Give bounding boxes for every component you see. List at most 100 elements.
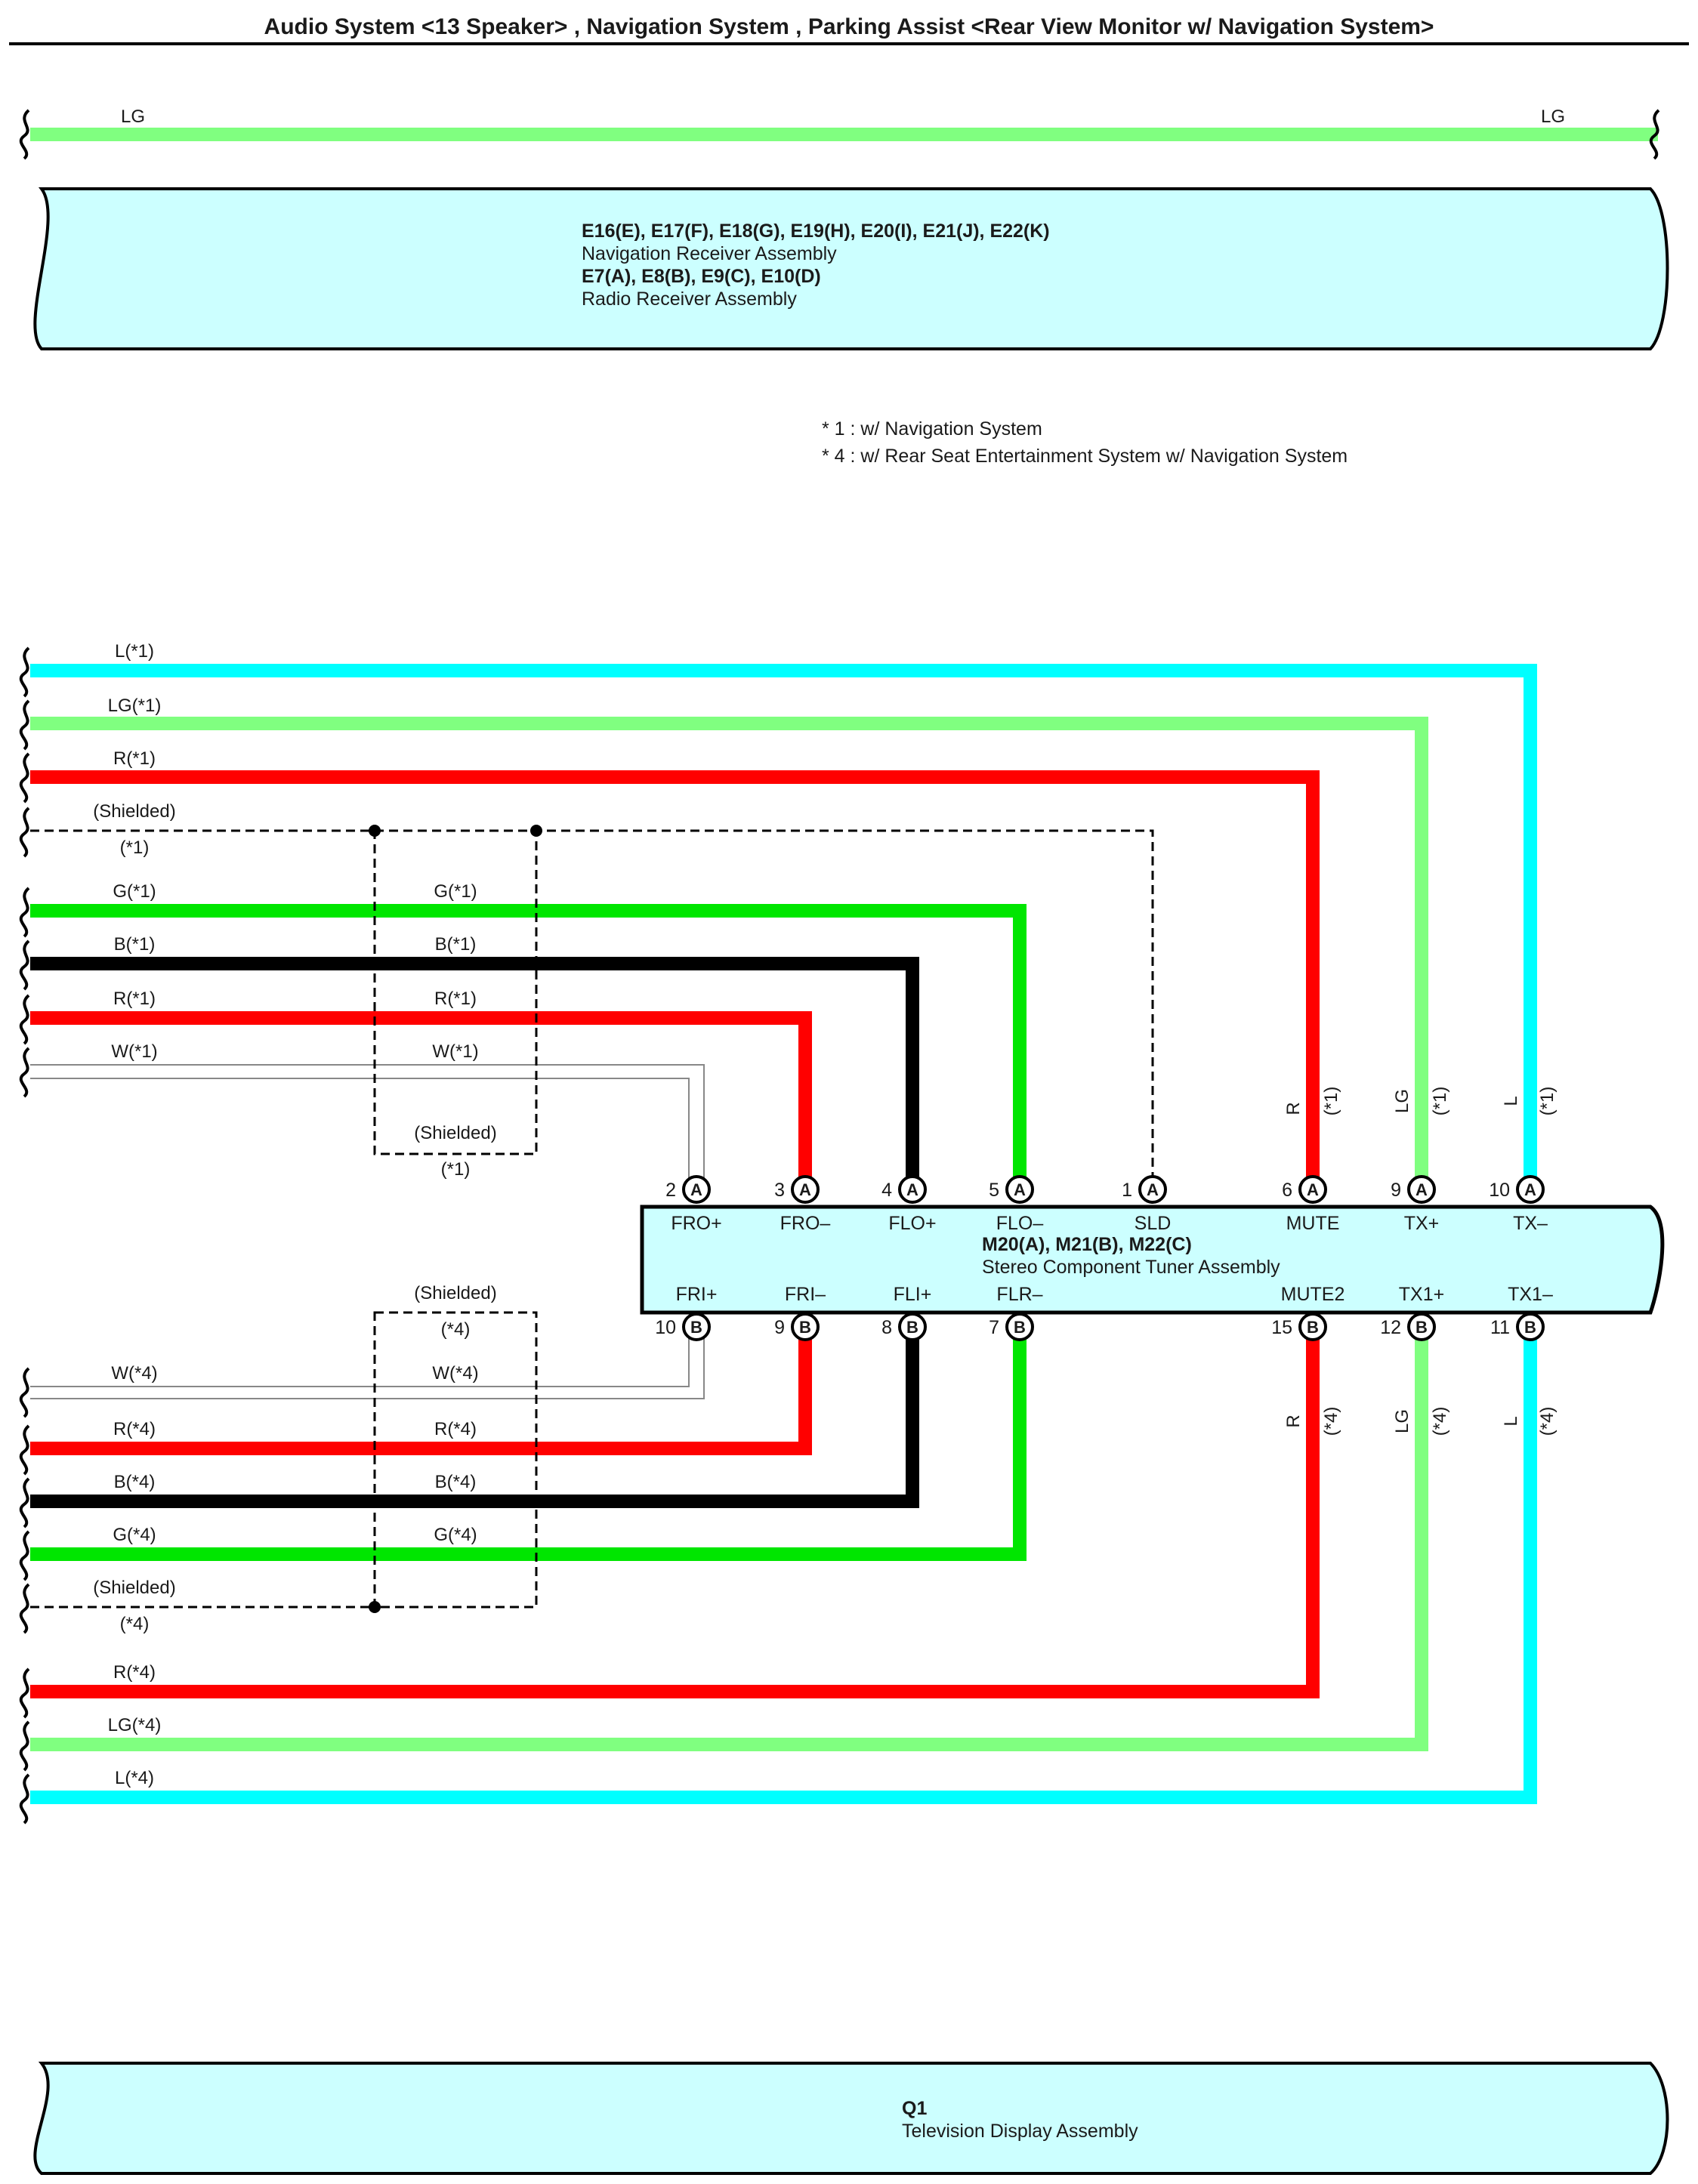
pin-a-3: A 3 FRO–: [774, 1175, 830, 1234]
pin-b-9: B 9 FRI–: [774, 1284, 826, 1341]
note-1: * 1 : w/ Navigation System: [822, 418, 1042, 440]
wire-l-4: [30, 1329, 1537, 1804]
label-l-1: L(*1): [115, 641, 154, 662]
pin-b-8: B 8 FLI+: [881, 1284, 932, 1341]
shield-upper-b: B(*1): [435, 934, 477, 955]
svg-text:B: B: [906, 1318, 918, 1337]
note-4: * 4 : w/ Rear Seat Entertainment System …: [822, 446, 1348, 467]
wire-l-1: [30, 664, 1537, 1189]
shield-box-upper: [373, 829, 538, 1155]
pin-b-11: B 11 TX1–: [1490, 1284, 1553, 1341]
top-wire-right-label: LG: [1541, 106, 1565, 127]
label-r-4-fri: R(*4): [113, 1419, 156, 1439]
svg-text:9: 9: [1391, 1180, 1401, 1201]
shield-line-upper: [30, 829, 1154, 1189]
svg-text:3: 3: [774, 1180, 785, 1201]
shield-box-lower: [373, 1311, 538, 1609]
wire-w-4: [30, 1329, 705, 1399]
pins-top: A 2 FRO+ A 3 FRO– A 4 FLO+ A 5 FLO– A 1 …: [665, 1175, 1548, 1234]
vlabel-l-bottom-note: (*4): [1537, 1407, 1558, 1436]
svg-text:FLO+: FLO+: [888, 1213, 936, 1234]
svg-text:TX1+: TX1+: [1399, 1284, 1444, 1305]
top-wire-left-label: LG: [121, 106, 145, 127]
pin-b-7: B 7 FLR–: [989, 1284, 1043, 1341]
svg-text:A: A: [1307, 1180, 1319, 1199]
label-lg-1: LG(*1): [108, 696, 162, 716]
vlabel-l-bottom: L: [1501, 1416, 1521, 1426]
pin-b-10: B 10 FRI+: [655, 1284, 718, 1341]
wire-g-1: [30, 904, 1027, 1189]
svg-text:B: B: [1014, 1318, 1026, 1337]
svg-text:FRI+: FRI+: [676, 1284, 718, 1305]
pin-a-5: A 5 FLO–: [989, 1175, 1044, 1234]
pin-b-12: B 12 TX1+: [1380, 1284, 1444, 1341]
shield-dot-3: [369, 1601, 381, 1613]
wire-lg-4: [30, 1329, 1428, 1751]
svg-text:B: B: [799, 1318, 811, 1337]
tv-name: Television Display Assembly: [902, 2121, 1138, 2142]
svg-text:B: B: [1307, 1318, 1319, 1337]
svg-text:FLO–: FLO–: [996, 1213, 1044, 1234]
pin-a-9: A 9 TX+: [1391, 1175, 1440, 1234]
svg-text:15: 15: [1271, 1317, 1292, 1338]
vlabel-r-top: R: [1283, 1102, 1304, 1115]
vlabel-lg-bottom-note: (*4): [1430, 1407, 1450, 1436]
label-shielded-1: (Shielded): [93, 801, 175, 822]
shield-lower-sub: (*4): [441, 1319, 471, 1340]
lower-wire-group: [30, 1311, 1537, 1804]
radio-name: Radio Receiver Assembly: [582, 288, 797, 310]
vertical-labels-bottom: R (*4) LG (*4) L (*4): [1283, 1407, 1558, 1436]
svg-text:5: 5: [989, 1180, 999, 1201]
wire-lg-1: [30, 717, 1428, 1189]
wire-r-4-mute2: [30, 1329, 1320, 1698]
svg-text:11: 11: [1490, 1317, 1510, 1338]
radio-connectors: E7(A), E8(B), E9(C), E10(D): [582, 266, 821, 287]
tuner-connectors: M20(A), M21(B), M22(C): [982, 1234, 1192, 1255]
shield-dot-1: [369, 825, 381, 837]
wire-r-1-mute: [30, 770, 1320, 1189]
svg-text:4: 4: [881, 1180, 892, 1201]
wire-w-1: [30, 1064, 705, 1189]
receiver-connectors: E16(E), E17(F), E18(G), E19(H), E20(I), …: [582, 221, 1050, 242]
svg-text:TX1–: TX1–: [1508, 1284, 1553, 1305]
svg-text:B: B: [690, 1318, 702, 1337]
vlabel-l-top: L: [1501, 1096, 1521, 1106]
page-title: Audio System <13 Speaker> , Navigation S…: [264, 14, 1434, 39]
shield-upper-g: G(*1): [434, 881, 477, 902]
receiver-box: E16(E), E17(F), E18(G), E19(H), E20(I), …: [33, 187, 1669, 350]
pin-a-4: A 4 FLO+: [881, 1175, 937, 1234]
shield-upper-label: (Shielded): [414, 1123, 496, 1143]
svg-text:MUTE: MUTE: [1286, 1213, 1340, 1234]
lower-wavy-edges: [19, 1367, 30, 1825]
svg-text:MUTE2: MUTE2: [1281, 1284, 1345, 1305]
pin-a-10: A 10 TX–: [1489, 1175, 1548, 1234]
vlabel-lg-top-note: (*1): [1430, 1087, 1450, 1116]
label-shielded-4: (Shielded): [93, 1578, 175, 1598]
label-lg-4: LG(*4): [108, 1715, 162, 1735]
svg-text:FLI+: FLI+: [894, 1284, 932, 1305]
shield-lower-w: W(*4): [432, 1363, 478, 1384]
svg-text:12: 12: [1380, 1317, 1401, 1338]
tuner-name: Stereo Component Tuner Assembly: [982, 1257, 1280, 1278]
shield-upper-sub: (*1): [441, 1159, 471, 1180]
svg-text:9: 9: [774, 1317, 785, 1338]
upper-wire-labels: L(*1) LG(*1) R(*1) (Shielded) (*1) G(*1)…: [93, 641, 496, 1180]
svg-text:A: A: [799, 1180, 811, 1199]
upper-wavy-edges: [19, 646, 30, 1098]
label-b-1: B(*1): [114, 934, 156, 955]
shield-upper-w: W(*1): [432, 1041, 478, 1062]
svg-text:SLD: SLD: [1135, 1213, 1172, 1234]
shield-lower-r: R(*4): [434, 1419, 477, 1439]
svg-text:TX+: TX+: [1404, 1213, 1440, 1234]
svg-text:FRI–: FRI–: [785, 1284, 826, 1305]
svg-text:2: 2: [665, 1180, 676, 1201]
label-r-4-mute2: R(*4): [113, 1662, 156, 1683]
svg-text:TX–: TX–: [1513, 1213, 1548, 1234]
label-shielded-4-sub: (*4): [120, 1614, 150, 1634]
svg-text:A: A: [1416, 1180, 1428, 1199]
pin-a-1: A 1 SLD: [1122, 1175, 1172, 1234]
shield-lower-b: B(*4): [435, 1472, 477, 1492]
svg-text:FLR–: FLR–: [996, 1284, 1042, 1305]
wire-g-4: [30, 1329, 1027, 1561]
wire-r-4-fri: [30, 1329, 812, 1455]
